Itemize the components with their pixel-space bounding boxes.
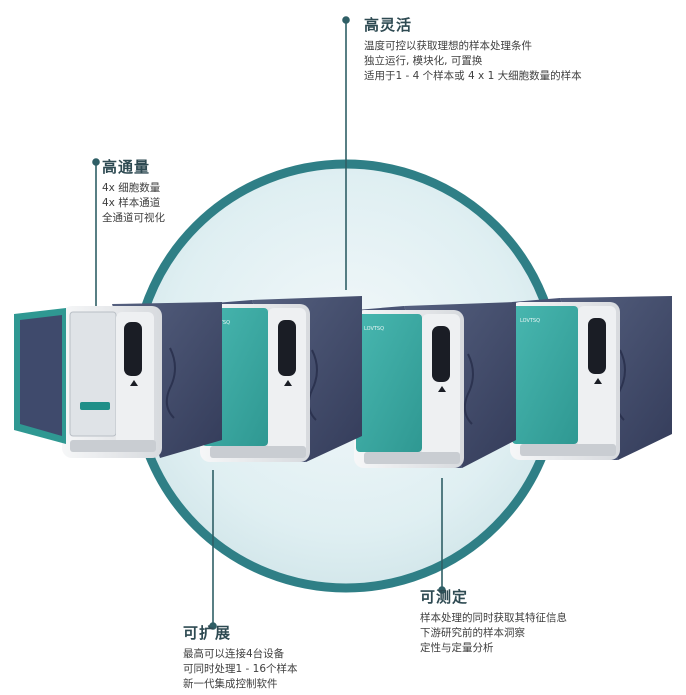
device-4-brand-label: LOVTSQ [520, 318, 540, 324]
callout-expandable-line-3: 新一代集成控制软件 [183, 678, 278, 690]
connector-dot-expandable [209, 622, 217, 630]
callout-throughput-line-1: 4x 细胞数量 [102, 182, 161, 194]
device-3-brand-label: LOVTSQ [364, 326, 384, 332]
callout-measurable-title: 可测定 [420, 588, 469, 606]
callout-throughput-line-3: 全通道可视化 [102, 212, 165, 224]
callout-flexibility: 高灵活 温度可控以获取理想的样本处理条件 独立运行, 模块化, 可置换 适用于1… [364, 14, 582, 84]
connector-lines [92, 16, 446, 630]
callout-flexibility-line-2: 独立运行, 模块化, 可置换 [364, 55, 483, 67]
connector-dot-flexibility [342, 16, 350, 24]
callout-flexibility-title: 高灵活 [364, 16, 413, 34]
callout-measurable-line-2: 下游研究前的样本洞察 [420, 627, 525, 639]
callout-flexibility-line-1: 温度可控以获取理想的样本处理条件 [364, 40, 532, 52]
callout-measurable: 可测定 样本处理的同时获取其特征信息 下游研究前的样本洞察 定性与定量分析 [420, 586, 567, 656]
callout-expandable-line-2: 可同时处理1 - 16个样本 [183, 663, 298, 675]
device-3: LOVTSQ [354, 302, 516, 468]
device-4: LOVTSQ [510, 296, 672, 460]
callout-expandable: 可扩展 最高可以连接4台设备 可同时处理1 - 16个样本 新一代集成控制软件 [183, 622, 298, 692]
device-1 [14, 302, 222, 458]
callout-throughput-line-2: 4x 样本通道 [102, 197, 161, 209]
connector-dot-measurable [438, 586, 446, 594]
callout-throughput: 高通量 4x 细胞数量 4x 样本通道 全通道可视化 [102, 156, 165, 226]
callout-flexibility-line-3: 适用于1 - 4 个样本或 4 x 1 大细胞数量的样本 [364, 70, 582, 82]
callout-measurable-line-1: 样本处理的同时获取其特征信息 [420, 612, 567, 624]
device-2: LOVTSQ [200, 296, 362, 462]
callout-expandable-title: 可扩展 [183, 624, 232, 642]
callout-expandable-line-1: 最高可以连接4台设备 [183, 648, 285, 660]
callout-measurable-line-3: 定性与定量分析 [420, 642, 494, 654]
connector-dot-throughput [92, 158, 100, 166]
callout-throughput-title: 高通量 [102, 158, 151, 176]
